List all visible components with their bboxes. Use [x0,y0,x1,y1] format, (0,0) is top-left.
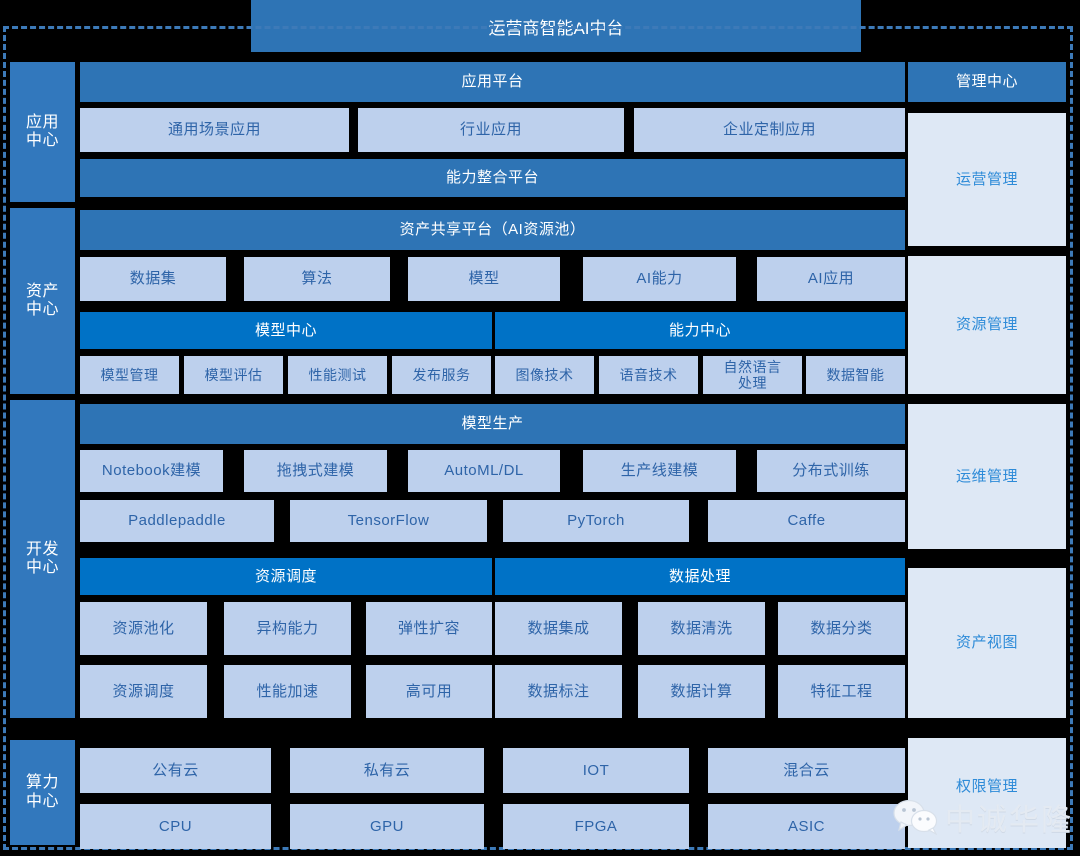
capability-chip-nlp[interactable]: 自然语言 处理 [703,356,802,394]
panel-operation-management[interactable]: 运营管理 [908,113,1066,246]
management-center-header[interactable]: 管理中心 [908,62,1066,102]
panel-resource-management[interactable]: 资源管理 [908,256,1066,394]
resource-chip-heterogeneous[interactable]: 异构能力 [224,602,351,655]
page-title: 运营商智能AI中台 [251,0,861,52]
cloud-chip-private[interactable]: 私有云 [290,748,484,793]
asset-chip-ai-application[interactable]: AI应用 [757,257,905,301]
resource-chip-pooling[interactable]: 资源池化 [80,602,207,655]
modeling-chip-pipeline[interactable]: 生产线建模 [583,450,736,492]
asset-chip-ai-capability[interactable]: AI能力 [583,257,736,301]
cloud-chip-hybrid[interactable]: 混合云 [708,748,905,793]
model-center-banner[interactable]: 模型中心 [80,312,492,349]
sidebar-item-asset-center[interactable]: 资产 中心 [10,208,75,394]
application-platform-banner[interactable]: 应用平台 [80,62,905,102]
framework-chip-paddlepaddle[interactable]: Paddlepaddle [80,500,274,542]
capability-chip-data-intelligence[interactable]: 数据智能 [806,356,905,394]
capability-center-banner[interactable]: 能力中心 [495,312,905,349]
data-chip-integration[interactable]: 数据集成 [495,602,622,655]
resource-chip-elastic-scaling[interactable]: 弹性扩容 [366,602,492,655]
modeling-chip-notebook[interactable]: Notebook建模 [80,450,223,492]
hw-chip-gpu[interactable]: GPU [290,804,484,849]
data-chip-feature-engineering[interactable]: 特征工程 [778,665,905,718]
sidebar-item-compute-center[interactable]: 算力 中心 [10,740,75,845]
sidebar-item-application-center[interactable]: 应用 中心 [10,62,75,202]
asset-share-platform-banner[interactable]: 资产共享平台（AI资源池） [80,210,905,250]
framework-chip-tensorflow[interactable]: TensorFlow [290,500,487,542]
hw-chip-asic[interactable]: ASIC [708,804,905,849]
model-chip-performance-test[interactable]: 性能测试 [288,356,387,394]
resource-chip-scheduling[interactable]: 资源调度 [80,665,207,718]
sidebar-item-dev-center[interactable]: 开发 中心 [10,400,75,718]
panel-ops-management[interactable]: 运维管理 [908,404,1066,549]
resource-chip-acceleration[interactable]: 性能加速 [224,665,351,718]
panel-permission-management[interactable]: 权限管理 [908,738,1066,848]
modeling-chip-automl-dl[interactable]: AutoML/DL [408,450,560,492]
capability-chip-speech-tech[interactable]: 语音技术 [599,356,698,394]
resource-chip-high-availability[interactable]: 高可用 [366,665,492,718]
modeling-chip-drag-drop[interactable]: 拖拽式建模 [244,450,387,492]
framework-chip-caffe[interactable]: Caffe [708,500,905,542]
panel-asset-view[interactable]: 资产视图 [908,568,1066,718]
hw-chip-fpga[interactable]: FPGA [503,804,689,849]
model-chip-publish-service[interactable]: 发布服务 [392,356,491,394]
capability-integration-banner[interactable]: 能力整合平台 [80,159,905,197]
model-chip-model-management[interactable]: 模型管理 [80,356,179,394]
cloud-chip-iot[interactable]: IOT [503,748,689,793]
app-chip-enterprise-custom[interactable]: 企业定制应用 [634,108,905,152]
app-chip-general-scene[interactable]: 通用场景应用 [80,108,349,152]
model-chip-model-evaluation[interactable]: 模型评估 [184,356,283,394]
data-processing-banner[interactable]: 数据处理 [495,558,905,595]
cloud-chip-public[interactable]: 公有云 [80,748,271,793]
data-chip-classification[interactable]: 数据分类 [778,602,905,655]
hw-chip-cpu[interactable]: CPU [80,804,271,849]
data-chip-labeling[interactable]: 数据标注 [495,665,622,718]
asset-chip-dataset[interactable]: 数据集 [80,257,226,301]
asset-chip-algorithm[interactable]: 算法 [244,257,390,301]
resource-scheduling-banner[interactable]: 资源调度 [80,558,492,595]
model-production-banner[interactable]: 模型生产 [80,404,905,444]
modeling-chip-distributed-training[interactable]: 分布式训练 [757,450,905,492]
data-chip-cleaning[interactable]: 数据清洗 [638,602,765,655]
capability-chip-image-tech[interactable]: 图像技术 [495,356,594,394]
data-chip-computation[interactable]: 数据计算 [638,665,765,718]
framework-chip-pytorch[interactable]: PyTorch [503,500,689,542]
asset-chip-model[interactable]: 模型 [408,257,560,301]
app-chip-industry[interactable]: 行业应用 [358,108,624,152]
